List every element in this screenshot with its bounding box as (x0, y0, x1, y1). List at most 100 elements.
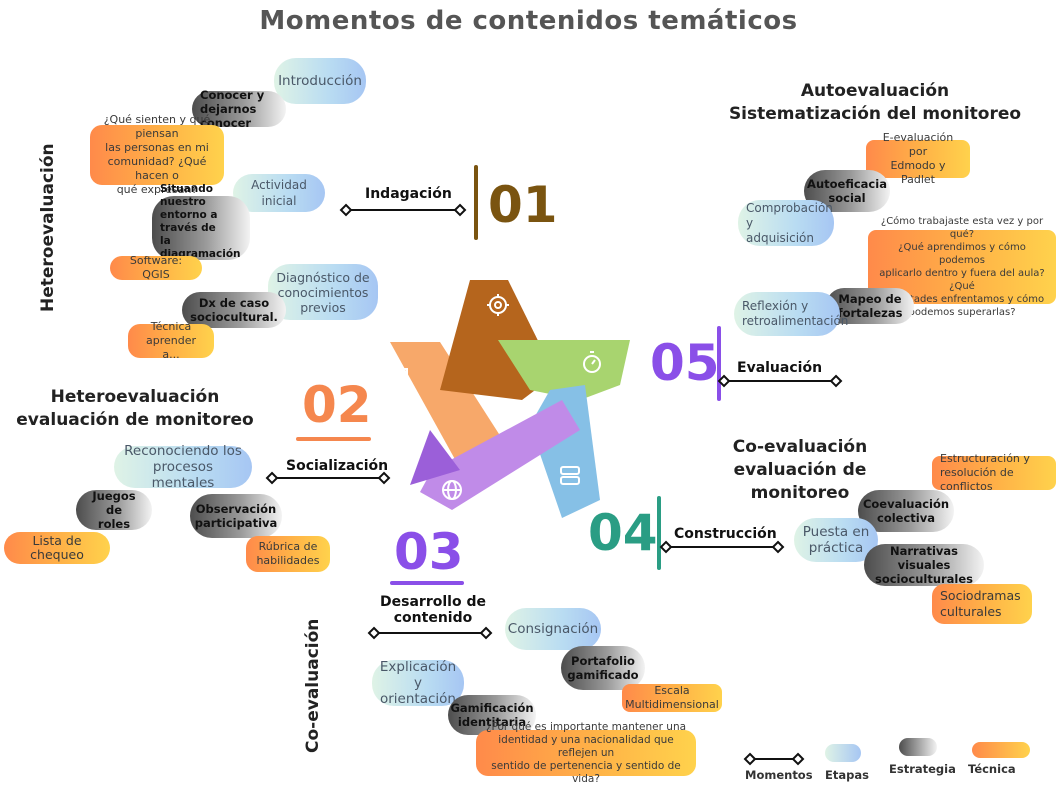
pill-line: qué expresan? (116, 183, 198, 196)
heading-line: Sistematización del monitoreo (728, 104, 1022, 124)
pill-line: Juegos de (92, 489, 136, 517)
moment-02-number: 02 (302, 376, 372, 434)
pill-line: identitaria (457, 715, 527, 729)
heading-line: Heteroevaluación (50, 387, 220, 407)
moment-03-label: Desarrollo de contenido (378, 594, 488, 626)
moment-02-label: Socialización (286, 458, 389, 474)
moment-01-number: 01 (488, 176, 558, 234)
pill-line: Autoeficacia (807, 177, 887, 191)
moment-05-bar (717, 326, 721, 401)
pill-line: ¿Qué aprendimos y cómo podemos (898, 242, 1026, 266)
heading-coevaluacion: Co-evaluación evaluación de monitoreo (685, 436, 915, 505)
pill-line: roles (97, 517, 131, 531)
legend-momentos-label: Momentos (745, 768, 813, 782)
pill-line: habilidades (256, 554, 320, 567)
pill-line: práctica (808, 540, 864, 556)
moment-01-label: Indagación (365, 186, 452, 202)
moment-05-label: Evaluación (737, 360, 823, 376)
pill-line: Multidimensional (625, 698, 719, 711)
pill-line: Reflexión y (742, 299, 809, 313)
legend-estrategia-swatch (899, 738, 937, 756)
pill-line: colectiva (877, 511, 935, 525)
moment-04-bar (657, 496, 661, 570)
pill-line: entorno a través de (160, 208, 218, 234)
pill-line: resolución de conflictos (940, 466, 1014, 493)
moment-03-label-line: contenido (393, 610, 473, 626)
pill-line: Rúbrica de (258, 540, 318, 553)
pill-line: procesos mentales (151, 459, 215, 491)
heading-line: Autoevaluación (800, 81, 950, 101)
star-band-darkpurple (410, 430, 460, 485)
pill-line: Coevaluación (862, 497, 950, 511)
pill-line: Edmodo y Padlet (890, 159, 946, 186)
side-label-heteroevaluacion: Heteroevaluación (38, 143, 58, 312)
pill-line: Gamificación (450, 701, 534, 715)
pill-line: Situando nuestro (160, 182, 213, 208)
pill-line: identidad y una nacionalidad que refleje… (498, 733, 674, 759)
pill-line: Escala (654, 684, 690, 697)
pill-line: culturales (940, 604, 1002, 619)
pill-line: aplicarlo dentro y fuera del aula? ¿Qué (879, 268, 1045, 292)
pill-line: aprender a... (145, 334, 196, 361)
etapa-actividad-inicial: Actividad inicial (233, 174, 325, 212)
etapa-consignacion: Consignación (505, 608, 601, 650)
pill-line: Sociodramas (940, 588, 1021, 603)
pill-line: conocimientos (277, 284, 369, 300)
pill-line: Estructuración y (940, 452, 1030, 465)
legend-tecnica-label: Técnica (968, 762, 1016, 776)
moment-01-connector (339, 203, 467, 217)
moment-04-connector (659, 540, 785, 554)
moment-05-number: 05 (650, 334, 720, 392)
globe-icon (442, 480, 462, 500)
pill-line: Dx de caso (198, 296, 270, 310)
pill-line: las personas en mi (105, 141, 209, 154)
pill-line: Mapeo de (838, 292, 902, 306)
legend-etapas-swatch (825, 744, 861, 762)
tecnica-lista: Lista de chequeo (4, 532, 110, 564)
pill-line: retroalimentación (742, 314, 849, 328)
timer-icon (583, 351, 601, 373)
pill-line: gamificado (567, 668, 639, 682)
heading-line: Co-evaluación (732, 437, 868, 457)
heading-autoevaluacion: Autoevaluación Sistematización del monit… (725, 80, 1025, 126)
moment-04-number: 04 (588, 504, 658, 562)
central-star (390, 280, 630, 518)
page-title: Momentos de contenidos temáticos (259, 6, 798, 36)
pill-line: participativa (194, 516, 278, 530)
pill-line: social (828, 191, 866, 205)
pill-line: ¿Qué sienten y qué piensan (103, 113, 211, 140)
moment-02-connector (265, 471, 391, 485)
side-label-coevaluacion: Co-evaluación (303, 618, 323, 753)
pill-line: Reconociendo los (124, 443, 242, 459)
pill-line: comunidad? ¿Qué hacen o (107, 155, 207, 182)
moment-03-label-line: Desarrollo de (380, 594, 486, 610)
gear-icon (487, 294, 509, 316)
pill-line: previos (300, 299, 346, 315)
server-icon (560, 466, 580, 485)
moment-03-number: 03 (394, 523, 464, 581)
pill-line: dificultades enfrentamos y cómo (879, 294, 1045, 305)
legend-momentos-symbol (743, 752, 805, 766)
legend-etapas-label: Etapas (825, 768, 869, 782)
legend-tecnica-swatch (972, 742, 1030, 758)
star-band-purple (420, 400, 580, 510)
pill-line: sociocultural. (190, 310, 278, 324)
moment-02-bar (296, 437, 371, 441)
